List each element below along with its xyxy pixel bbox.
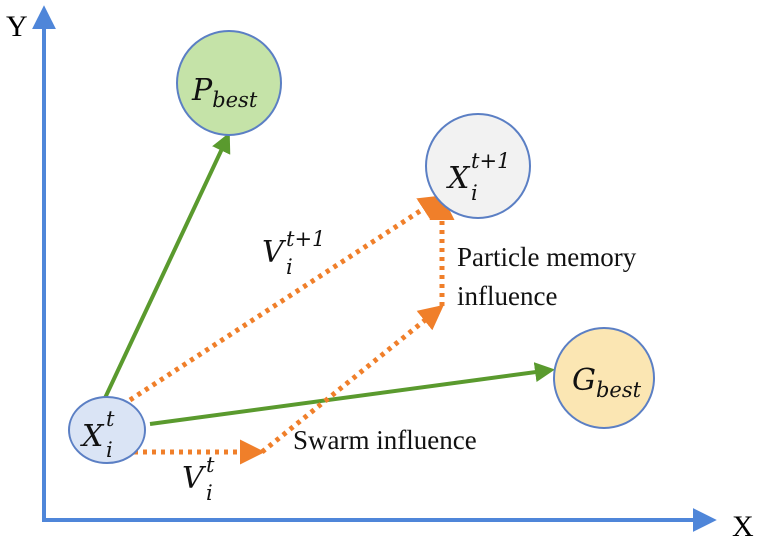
current-position-node: X t i [68,396,146,464]
swarm-influence-arrow [260,304,444,454]
gbest-arrow [149,362,555,426]
swarm-influence-caption: Swarm influence [293,425,477,455]
svg-text:i: i [106,438,113,462]
gbest-main: G [572,363,596,398]
memory-influence-caption-line2: influence [457,281,557,311]
pbest-main: P [191,73,213,108]
current-position-main: X [80,419,105,454]
pbest-arrow [103,132,231,399]
next-position-main: X [446,161,471,196]
pbest-node: Pbest [176,30,282,136]
velocity-next-label: V t+1 i [262,227,325,279]
svg-text:Gbest: Gbest [572,363,642,402]
y-axis-label: Y [6,10,28,43]
velocity-current-main: V [182,461,207,496]
next-position-sub: i [471,181,478,205]
svg-text:t: t [106,407,115,431]
svg-text:i: i [471,181,478,205]
current-position-sup: t [106,407,115,431]
svg-text:t+1: t+1 [286,227,325,251]
x-axis-label: X [732,510,754,543]
velocity-current-sub: i [206,481,213,505]
memory-influence-caption-line1: Particle memory [457,242,637,272]
next-position-sup: t+1 [471,149,510,173]
svg-text:t: t [206,453,215,477]
svg-text:t+1: t+1 [471,149,510,173]
velocity-next-main: V [262,235,287,270]
velocity-next-arrow [128,195,445,403]
svg-text:Pbest: Pbest [191,73,258,112]
svg-text:V: V [262,235,287,270]
velocity-next-sup: t+1 [286,227,325,251]
svg-text:i: i [206,481,213,505]
svg-text:X: X [446,161,471,196]
svg-text:V: V [182,461,207,496]
velocity-next-sub: i [286,255,293,279]
velocity-current-sup: t [206,453,215,477]
gbest-sub: best [596,378,642,402]
current-position-sub: i [106,438,113,462]
next-position-node: X t+1 i [425,113,531,219]
velocity-current-label: V t i [182,453,215,505]
svg-text:i: i [286,255,293,279]
gbest-node: Gbest [553,327,655,429]
svg-text:X: X [80,419,105,454]
pbest-sub: best [212,88,258,112]
